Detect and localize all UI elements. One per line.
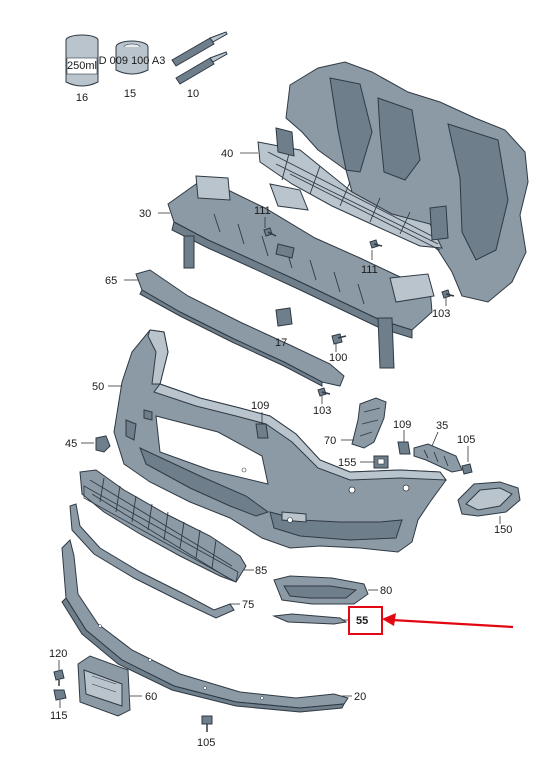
label-55[interactable]: 55 bbox=[356, 615, 368, 627]
part-109-clip-left[interactable] bbox=[255, 423, 269, 439]
part-15-tin[interactable]: D 009 100 A3 bbox=[99, 40, 166, 75]
label-105-right: 105 bbox=[457, 434, 475, 446]
part-40-lock-carrier[interactable] bbox=[257, 61, 529, 303]
label-105-bottom: 105 bbox=[197, 737, 215, 749]
part-115-nut[interactable] bbox=[53, 689, 67, 701]
label-100: 100 bbox=[329, 352, 347, 364]
label-65: 65 bbox=[105, 275, 117, 287]
tin-label: D 009 100 A3 bbox=[99, 55, 166, 67]
part-100-bolt[interactable] bbox=[331, 333, 347, 345]
label-80: 80 bbox=[380, 585, 392, 597]
part-55-trim-strip[interactable] bbox=[272, 613, 348, 625]
label-35: 35 bbox=[436, 420, 448, 432]
label-103-mid: 103 bbox=[313, 405, 331, 417]
label-17: 17 bbox=[275, 337, 287, 349]
part-150-washer-cover[interactable] bbox=[457, 481, 521, 517]
part-105-screw-bottom[interactable] bbox=[201, 715, 213, 732]
label-30: 30 bbox=[139, 208, 151, 220]
highlight-box bbox=[348, 606, 383, 635]
label-10: 10 bbox=[187, 88, 199, 100]
label-40: 40 bbox=[221, 148, 233, 160]
part-30-impact-beam[interactable] bbox=[167, 175, 435, 369]
part-35-guide[interactable] bbox=[413, 443, 463, 473]
can-label: 250ml bbox=[67, 60, 97, 72]
label-111-right: 111 bbox=[361, 264, 378, 276]
label-85: 85 bbox=[255, 565, 267, 577]
part-109-clip-right[interactable] bbox=[397, 441, 411, 455]
part-17-clip[interactable] bbox=[275, 307, 293, 327]
part-10-adhesive-tubes[interactable] bbox=[171, 31, 228, 85]
label-15: 15 bbox=[124, 88, 136, 100]
label-60: 60 bbox=[145, 691, 157, 703]
label-115: 115 bbox=[50, 710, 68, 722]
part-80-fog-grille[interactable] bbox=[273, 575, 369, 605]
label-120: 120 bbox=[49, 648, 67, 660]
highlight-arrow-icon bbox=[382, 613, 514, 629]
label-109-left: 109 bbox=[251, 400, 269, 412]
part-65-energy-absorber[interactable] bbox=[135, 269, 345, 387]
label-155: 155 bbox=[338, 457, 356, 469]
part-103-screw-mid[interactable] bbox=[317, 387, 331, 397]
part-85-grille[interactable] bbox=[79, 469, 247, 583]
part-50-bumper-cover[interactable] bbox=[113, 329, 448, 553]
part-45-nut[interactable] bbox=[95, 435, 111, 453]
part-120-screw[interactable] bbox=[53, 669, 65, 686]
label-16: 16 bbox=[76, 92, 88, 104]
part-105-screw-right[interactable] bbox=[461, 463, 473, 475]
label-111-left: 111 bbox=[254, 205, 271, 217]
part-70-bracket[interactable] bbox=[351, 397, 387, 449]
label-103-top: 103 bbox=[432, 308, 450, 320]
part-60-plate-holder[interactable] bbox=[77, 655, 131, 717]
label-75: 75 bbox=[242, 599, 254, 611]
label-20: 20 bbox=[354, 691, 366, 703]
part-103-screw-top[interactable] bbox=[441, 289, 455, 299]
label-70: 70 bbox=[324, 435, 336, 447]
part-20-spoiler[interactable] bbox=[61, 539, 349, 713]
label-109-right: 109 bbox=[393, 419, 411, 431]
part-111-bolt-right[interactable] bbox=[369, 239, 383, 249]
label-50: 50 bbox=[92, 381, 104, 393]
part-111-bolt-left[interactable] bbox=[263, 227, 277, 237]
label-150: 150 bbox=[494, 524, 512, 536]
label-45: 45 bbox=[65, 438, 77, 450]
part-155-clip[interactable] bbox=[373, 455, 389, 469]
part-16-can[interactable]: 250ml bbox=[65, 34, 99, 87]
